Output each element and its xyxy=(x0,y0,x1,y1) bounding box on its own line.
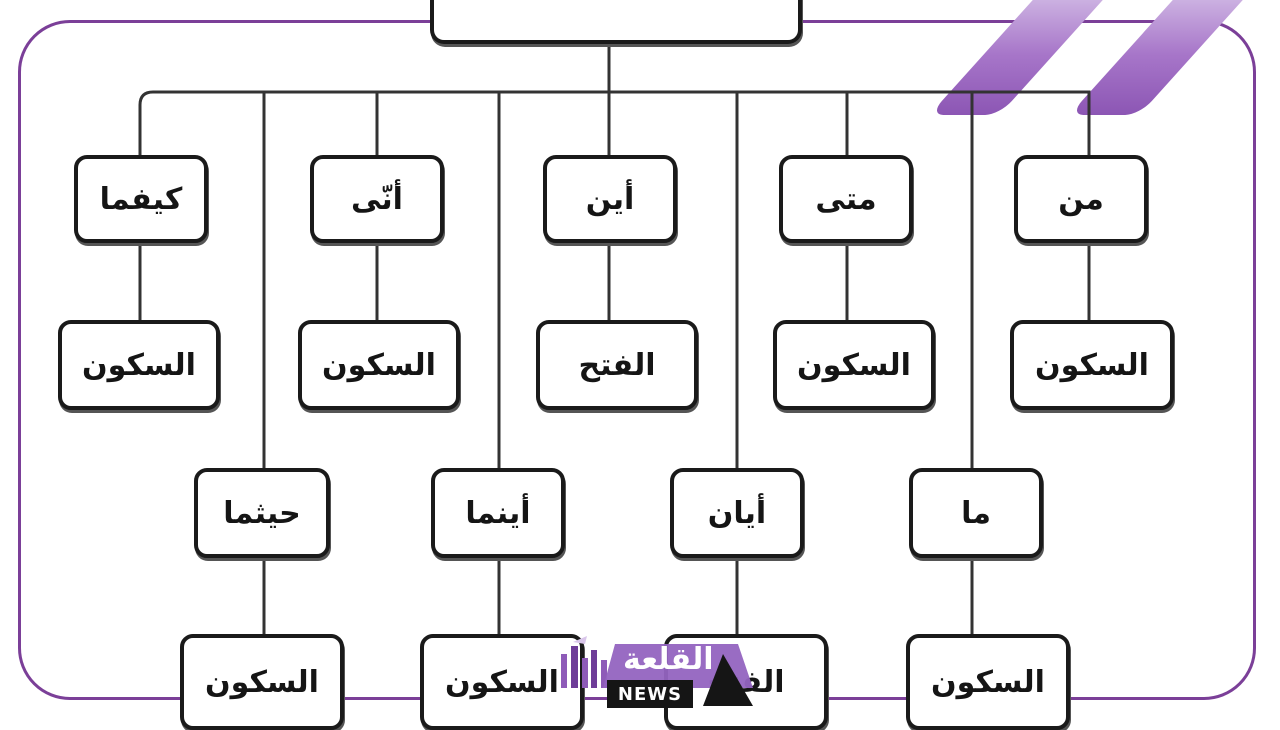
node-kayfama: كيفما xyxy=(74,155,208,243)
root-node xyxy=(430,0,802,44)
state-ma: السكون xyxy=(906,634,1070,730)
state-man: السكون xyxy=(1010,320,1174,410)
node-aynama: أينما xyxy=(431,468,565,558)
state-kayfama: السكون xyxy=(58,320,220,410)
node-man: من xyxy=(1014,155,1148,243)
node-ayyana: أيان xyxy=(670,468,804,558)
state-ayna: الفتح xyxy=(536,320,698,410)
state-haythuma: السكون xyxy=(180,634,344,730)
state-anna: السكون xyxy=(298,320,460,410)
node-anna: أنّى xyxy=(310,155,444,243)
state-mata: السكون xyxy=(773,320,935,410)
node-ayna: أين xyxy=(543,155,677,243)
castle-icon xyxy=(561,636,753,706)
node-haythuma: حيثما xyxy=(194,468,330,558)
node-mata: متى xyxy=(779,155,913,243)
node-ma: ما xyxy=(909,468,1043,558)
logo-news: NEWS xyxy=(607,680,693,708)
qalaa-news-logo: القلعة NEWS xyxy=(553,636,753,712)
logo-text: القلعة xyxy=(623,642,714,677)
